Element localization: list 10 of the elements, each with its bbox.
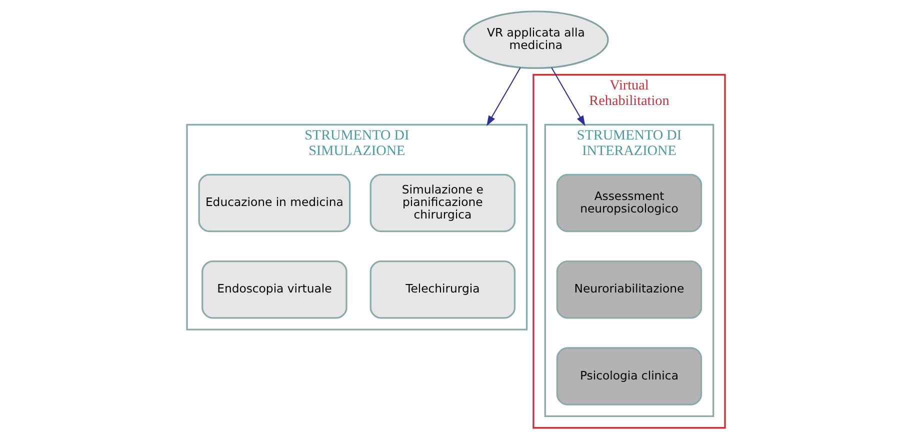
arrow [486, 67, 520, 126]
node-box: Educazione in medicina [198, 174, 350, 232]
node-box: Telechirurgia [369, 260, 516, 319]
node-ellipse: VR applicata alla medicina [462, 10, 608, 69]
arrow [550, 67, 585, 126]
node-box: Endoscopia virtuale [201, 260, 347, 319]
node-box: Psicologia clinica [556, 347, 702, 406]
node-box: Neuroriabilitazione [556, 260, 702, 319]
node-box: Simulazione e pianificazione chirurgica [369, 174, 516, 232]
node-box: Assessment neuropsicologico [556, 174, 702, 232]
